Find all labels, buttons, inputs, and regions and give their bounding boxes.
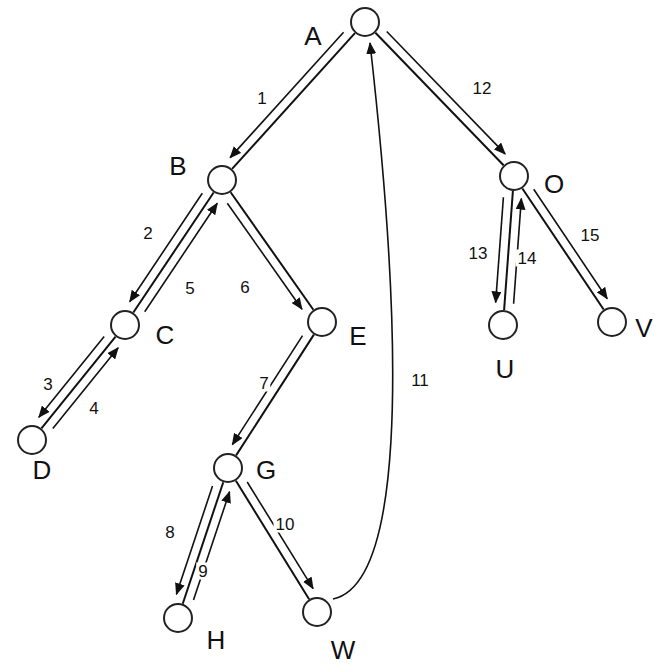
node-letter: G — [256, 457, 276, 483]
tree-node: O — [499, 161, 529, 191]
traversal-arrow — [232, 336, 302, 445]
step-number: 3 — [41, 376, 54, 393]
node-circle — [488, 310, 518, 340]
node-outline — [111, 311, 139, 339]
node-outline — [308, 308, 336, 336]
node-circle — [110, 310, 140, 340]
node-outline — [351, 8, 379, 36]
node-circle — [163, 603, 193, 633]
traversal-arrow — [247, 482, 313, 589]
node-letter: U — [496, 356, 515, 382]
tree-edge — [183, 482, 224, 604]
node-letter: H — [207, 627, 226, 653]
step-number: 14 — [516, 250, 539, 267]
node-circle — [597, 307, 627, 337]
node-circle — [213, 453, 243, 483]
tree-node: U — [488, 310, 518, 340]
node-outline — [214, 454, 242, 482]
tree-edge — [236, 335, 314, 456]
tree-edge — [133, 192, 213, 312]
traversal-arrow — [176, 486, 212, 594]
step-number: 12 — [471, 80, 494, 97]
step-number: 11 — [409, 372, 431, 389]
step-number: 7 — [257, 375, 270, 392]
node-letter: V — [635, 315, 652, 341]
node-circle — [307, 307, 337, 337]
node-letter: C — [156, 322, 175, 348]
node-outline — [598, 308, 626, 336]
traversal-arrow — [227, 203, 302, 309]
tree-node: A — [350, 7, 380, 37]
tree-edge — [231, 192, 314, 309]
traversal-arrow — [496, 197, 504, 302]
tree-node: C — [110, 310, 140, 340]
node-outline — [489, 311, 517, 339]
traversal-arrow — [145, 203, 218, 311]
node-outline — [303, 598, 331, 626]
tree-edge — [232, 33, 355, 169]
tree-node: H — [163, 603, 193, 633]
node-circle — [17, 425, 47, 455]
tree-node: E — [307, 307, 337, 337]
tree-edge — [504, 191, 513, 310]
tree-edge — [41, 337, 115, 429]
node-letter: A — [304, 23, 321, 49]
node-letter: B — [169, 153, 186, 179]
node-circle — [302, 597, 332, 627]
step-number: 10 — [274, 516, 297, 533]
traversal-arrow — [230, 32, 343, 157]
traversal-arrow — [333, 43, 393, 599]
tree-node: D — [17, 425, 47, 455]
node-circle — [207, 165, 237, 195]
step-number: 2 — [141, 225, 154, 242]
node-circle — [499, 161, 529, 191]
node-letter: E — [349, 323, 366, 349]
node-letter: D — [33, 457, 52, 483]
node-outline — [164, 604, 192, 632]
tree-edge — [375, 33, 503, 165]
node-outline — [500, 162, 528, 190]
step-number: 5 — [183, 280, 196, 297]
tree-node: V — [597, 307, 627, 337]
step-number: 13 — [467, 245, 490, 262]
node-outline — [208, 166, 236, 194]
node-letter: W — [331, 637, 356, 663]
step-number: 8 — [163, 524, 176, 541]
step-number: 4 — [87, 400, 100, 417]
traversal-arrow — [387, 32, 505, 154]
traversal-arrow — [534, 189, 607, 298]
tree-node: G — [213, 453, 243, 483]
step-number: 9 — [196, 563, 209, 580]
traversal-arrow — [130, 193, 203, 301]
traversal-arrow — [53, 348, 118, 429]
step-number: 15 — [579, 227, 602, 244]
node-letter: O — [544, 171, 564, 197]
tree-node: W — [302, 597, 332, 627]
node-circle — [350, 7, 380, 37]
tree-edge — [236, 481, 309, 599]
step-number: 1 — [255, 90, 268, 107]
tree-node: B — [207, 165, 237, 195]
traversal-arrow — [193, 492, 229, 600]
step-number: 6 — [238, 279, 251, 296]
node-outline — [18, 426, 46, 454]
